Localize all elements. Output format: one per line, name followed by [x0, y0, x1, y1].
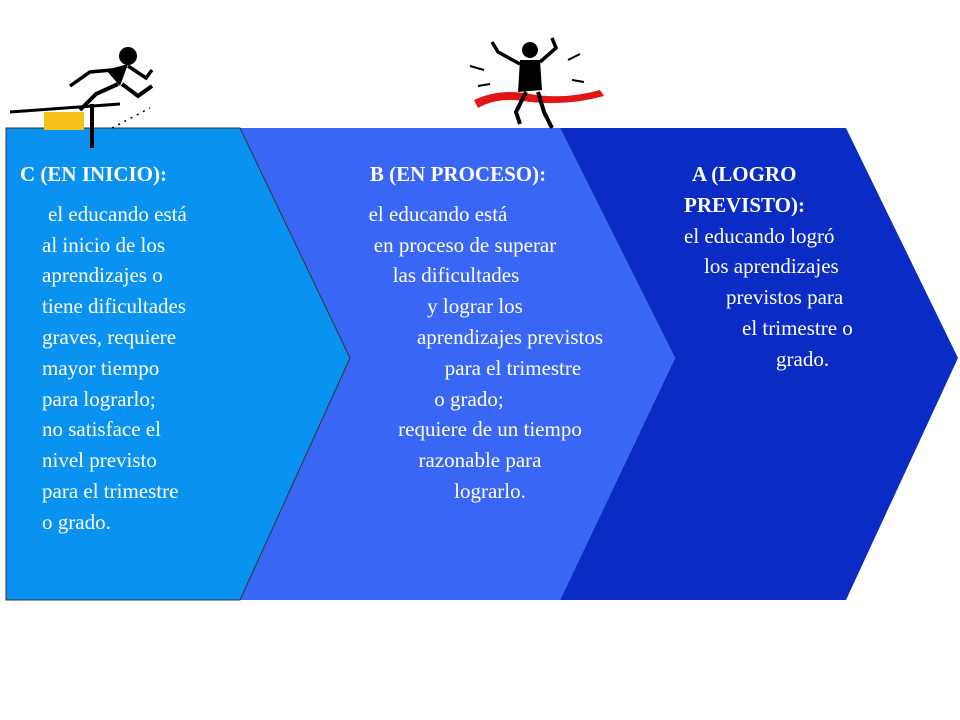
stage-c-line: mayor tiempo [42, 355, 160, 380]
stage-c-line: aprendizajes o [42, 263, 163, 288]
stage-b-line: las dificultades [392, 263, 520, 288]
stage-a-chevron [560, 128, 958, 600]
stage-b-line: razonable para [418, 448, 542, 473]
stage-c-line: para lograrlo; [42, 386, 156, 411]
stage-a-line: el educando logró [684, 223, 835, 248]
stage-b-line: en proceso de superar [373, 232, 557, 257]
stage-c-chevron [5, 127, 351, 601]
stage-c-line: al inicio de los [42, 232, 166, 257]
stage-b-chevron [240, 128, 675, 600]
stage-a-line: el trimestre o [742, 315, 853, 340]
stage-b-line: o grado; [434, 386, 504, 411]
stage-b-line: requiere de un tiempo [398, 417, 582, 442]
stage-c-line: o grado. [42, 509, 111, 534]
stage-c-line: tiene dificultades [42, 294, 187, 319]
stage-b-line: aprendizajes previstos [416, 324, 604, 349]
stage-c-line: para el trimestre [42, 478, 179, 503]
stage-b-line: para el trimestre [444, 355, 582, 380]
stage-c-line: graves, requiere [42, 324, 177, 349]
stage-b-text: B (EN PROCESO): el educando está en proc… [340, 159, 660, 507]
runner-finish-ribbon-icon [469, 37, 604, 129]
stage-a-title: PREVISTO): [684, 192, 805, 217]
stage-a-title: A (LOGRO [692, 162, 797, 186]
stage-b-line: y lograr los [427, 294, 523, 319]
stage-a-line: grado. [776, 346, 830, 371]
stage-b-line: lograrlo. [454, 478, 526, 503]
stage-c-line: nivel previsto [42, 448, 157, 473]
stage-c-text: C (EN INICIO): el educando está al inici… [20, 159, 187, 538]
hurdler-jumping-icon [9, 47, 154, 148]
stage-c-title: C (EN INICIO): [20, 162, 167, 186]
stage-a-line: los aprendizajes [704, 254, 839, 279]
stage-c-line: el educando está [48, 201, 187, 226]
stage-b-title: B (EN PROCESO): [369, 162, 547, 186]
stage-a-text: A (LOGRO PREVISTO): el educando logró lo… [684, 159, 853, 375]
stage-b-line: el educando está [368, 201, 508, 226]
stage-c-line: no satisface el [42, 417, 161, 442]
stage-a-line: previstos para [726, 285, 844, 310]
